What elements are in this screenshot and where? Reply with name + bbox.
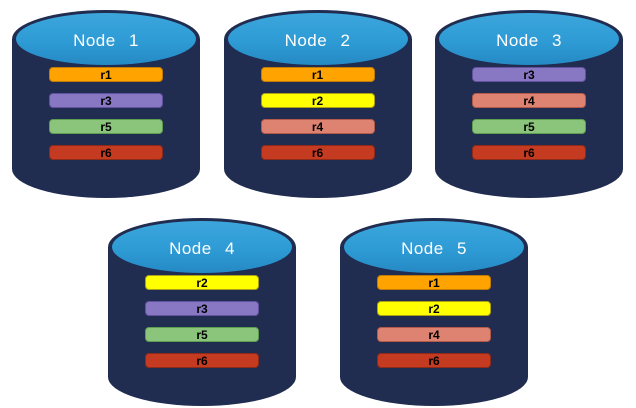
cylinder-top-face: Node 5 bbox=[344, 221, 524, 273]
cylinder-top-face: Node 2 bbox=[227, 13, 408, 65]
database-node-1: Node 1 r1 r3 r5 r6 bbox=[12, 10, 200, 198]
cylinder-top-face: Node 1 bbox=[16, 13, 196, 65]
node-label: Node 4 bbox=[169, 239, 235, 258]
replica-bar-r4: r4 bbox=[377, 327, 491, 342]
replica-bar-r6: r6 bbox=[145, 353, 259, 368]
replica-bar-r1: r1 bbox=[377, 275, 491, 290]
replica-bar-r2: r2 bbox=[260, 93, 375, 108]
replica-bar-r6: r6 bbox=[49, 145, 163, 160]
replica-list: r1 r2 r4 r6 bbox=[224, 67, 412, 160]
replica-bar-r6: r6 bbox=[377, 353, 491, 368]
replica-bar-r6: r6 bbox=[472, 145, 586, 160]
database-node-3: Node 3 r3 r4 r5 r6 bbox=[435, 10, 623, 198]
node-label: Node 3 bbox=[496, 31, 562, 50]
replica-bar-r5: r5 bbox=[145, 327, 259, 342]
node-row-bottom: Node 4 r2 r3 r5 r6 Node 5 r1 r2 r4 r6 bbox=[0, 218, 636, 406]
replica-bar-r3: r3 bbox=[49, 93, 163, 108]
database-node-2: Node 2 r1 r2 r4 r6 bbox=[223, 10, 412, 198]
replica-list: r1 r2 r4 r6 bbox=[340, 275, 528, 368]
database-node-5: Node 5 r1 r2 r4 r6 bbox=[340, 218, 528, 406]
replica-bar-r3: r3 bbox=[145, 301, 259, 316]
node-label: Node 2 bbox=[284, 31, 351, 50]
replica-bar-r1: r1 bbox=[260, 67, 375, 82]
replica-list: r1 r3 r5 r6 bbox=[12, 67, 200, 160]
database-node-4: Node 4 r2 r3 r5 r6 bbox=[108, 218, 296, 406]
replica-bar-r4: r4 bbox=[472, 93, 586, 108]
cylinder-top-face: Node 3 bbox=[439, 13, 619, 65]
replica-list: r3 r4 r5 r6 bbox=[435, 67, 623, 160]
replica-bar-r2: r2 bbox=[145, 275, 259, 290]
node-label: Node 5 bbox=[401, 239, 467, 258]
node-row-top: Node 1 r1 r3 r5 r6 Node 2 r1 r2 r4 r6 Node 3 r… bbox=[0, 0, 636, 198]
replica-list: r2 r3 r5 r6 bbox=[108, 275, 296, 368]
cylinder-top-face: Node 4 bbox=[112, 221, 292, 273]
replica-bar-r2: r2 bbox=[377, 301, 491, 316]
replica-bar-r3: r3 bbox=[472, 67, 586, 82]
replica-bar-r5: r5 bbox=[49, 119, 163, 134]
replica-bar-r1: r1 bbox=[49, 67, 163, 82]
replica-bar-r4: r4 bbox=[260, 119, 375, 134]
replica-bar-r5: r5 bbox=[472, 119, 586, 134]
node-label: Node 1 bbox=[73, 31, 139, 50]
replica-bar-r6: r6 bbox=[260, 145, 375, 160]
